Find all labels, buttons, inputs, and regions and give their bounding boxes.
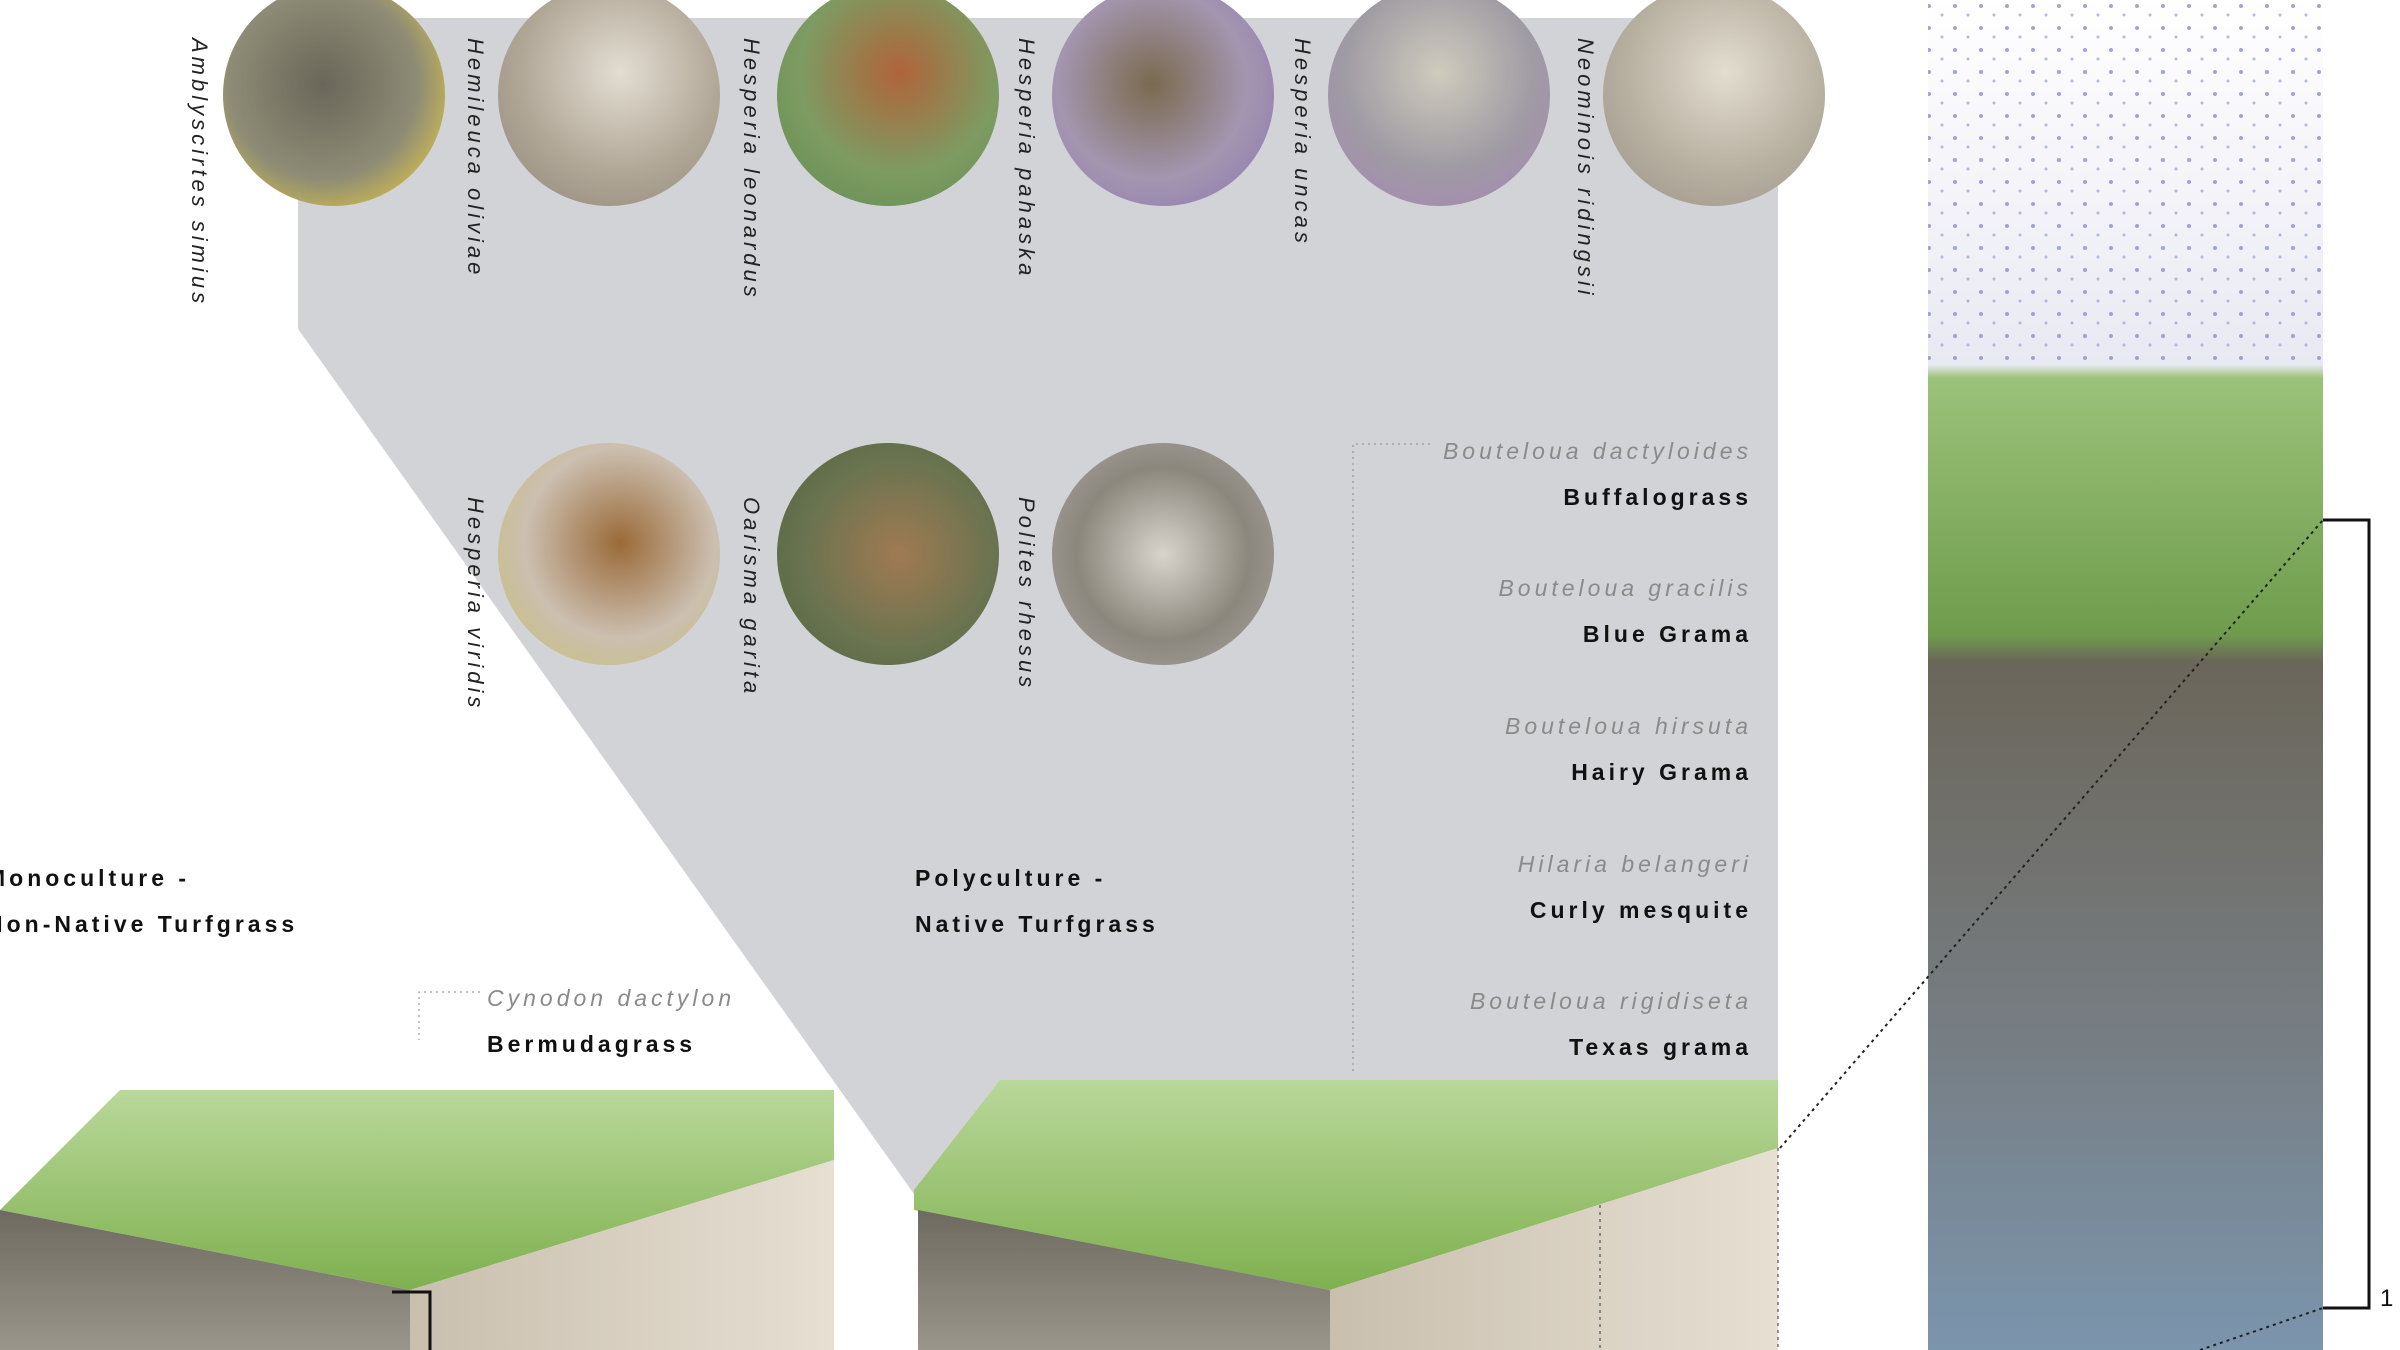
- grass-common-name: Curly mesquite: [1529, 897, 1752, 923]
- butterfly-photo-hesperia-uncas: [1328, 0, 1550, 206]
- scale-bracket: [2323, 518, 2371, 1310]
- grass-latin-name: Bouteloua rigidiseta: [1469, 988, 1752, 1014]
- grass-latin-name: Bouteloua gracilis: [1498, 575, 1752, 601]
- grass-common-name: Blue Grama: [1582, 621, 1752, 647]
- monoculture-block: [0, 1090, 834, 1350]
- polyculture-subtitle: Native Turfgrass: [915, 911, 1159, 937]
- butterfly-photo-oarisma-garita: [777, 443, 999, 665]
- polyculture-block: [914, 1080, 1779, 1350]
- species-label: Amblyscirtes simius: [187, 38, 212, 308]
- butterfly-photo-hesperia-viridis: [498, 443, 720, 665]
- species-label: Hemileuca oliviae: [463, 38, 488, 279]
- polyculture-heading: Polyculture - Native Turfgrass: [915, 855, 1159, 947]
- butterfly-photo-polites-rhesus: [1052, 443, 1274, 665]
- grass-latin-name: Hilaria belangeri: [1517, 851, 1752, 877]
- bermudagrass-common-name: Bermudagrass: [487, 1031, 697, 1057]
- grass-list-bracket: [1352, 443, 1430, 1071]
- monoculture-heading: Monoculture - Non-Native Turfgrass: [0, 855, 298, 947]
- bermudagrass-latin-name: Cynodon dactylon: [487, 985, 736, 1011]
- species-label: Hesperia viridis: [463, 497, 488, 712]
- monoculture-subtitle: Non-Native Turfgrass: [0, 911, 299, 937]
- species-label: Neominois ridingsii: [1573, 38, 1598, 299]
- butterfly-photo-hemileuca-oliviae: [498, 0, 720, 206]
- species-label: Hesperia leonardus: [739, 38, 764, 301]
- zoom-line: [1779, 519, 2324, 1149]
- butterfly-photo-neominois-ridingsii: [1603, 0, 1825, 206]
- species-label: Hesperia pahaska: [1014, 38, 1039, 280]
- butterfly-photo-hesperia-pahaska: [1052, 0, 1274, 206]
- grass-latin-name: Bouteloua hirsuta: [1504, 713, 1752, 739]
- grass-common-name: Buffalograss: [1563, 484, 1752, 510]
- grass-common-name: Texas grama: [1569, 1034, 1752, 1060]
- grass-latin-name: Bouteloua dactyloides: [1442, 438, 1752, 464]
- scale-label: 1: [2380, 1285, 2394, 1312]
- bermudagrass-bracket: [418, 991, 480, 1040]
- butterfly-photo-amblyscirtes-simius: [223, 0, 445, 206]
- species-label: Polites rhesus: [1014, 497, 1039, 692]
- monoculture-title: Monoculture -: [0, 865, 191, 891]
- species-label: Oarisma garita: [739, 497, 764, 698]
- species-label: Hesperia uncas: [1290, 38, 1315, 247]
- habitat-panel: [298, 18, 1778, 1194]
- butterfly-photo-hesperia-leonardus: [777, 0, 999, 206]
- grass-common-name: Hairy Grama: [1571, 759, 1752, 785]
- polyculture-title: Polyculture -: [915, 865, 1107, 891]
